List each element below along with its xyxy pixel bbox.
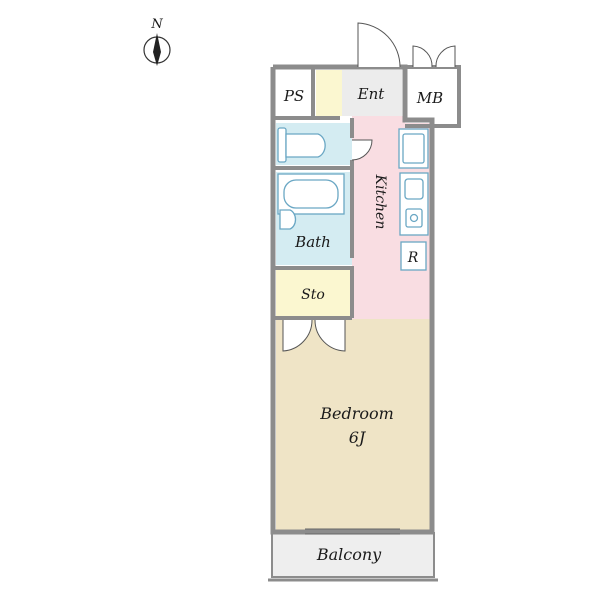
room-fill-ps-hall — [316, 70, 342, 116]
room-label-mb: MB — [416, 89, 443, 107]
bathtub-icon — [277, 173, 345, 215]
north-arrow-icon — [143, 33, 171, 66]
storage-door-swing — [282, 319, 346, 352]
room-label-sto: Sto — [301, 287, 325, 303]
room-label-refrigerator: R — [407, 250, 419, 266]
mb-door-swing — [412, 45, 456, 68]
cooktop-icon — [399, 172, 429, 236]
sink-icon — [398, 128, 429, 169]
room-label-bedroom: Bedroom — [319, 404, 394, 423]
entrance-door-swing — [357, 22, 401, 68]
washbasin-icon — [279, 209, 297, 230]
room-fill-bedroom — [276, 318, 430, 530]
room-fill-balcony — [272, 534, 434, 577]
room-label-bedroom-size: 6J — [349, 428, 367, 447]
toilet-icon — [277, 127, 326, 163]
room-label-kitchen: Kitchen — [372, 174, 388, 230]
room-fill-mb — [405, 70, 457, 123]
compass-label: N — [150, 17, 163, 32]
toilet-door-swing — [351, 139, 373, 161]
room-label-balcony: Balcony — [316, 545, 382, 564]
room-label-bath: Bath — [294, 233, 331, 251]
room-label-ent: Ent — [357, 85, 386, 103]
balcony-outline — [268, 532, 438, 582]
room-fill-entrance — [342, 70, 402, 116]
compass: N — [143, 17, 171, 66]
room-fill-storage — [276, 270, 352, 316]
refrigerator-space — [400, 241, 427, 271]
room-label-ps: PS — [283, 87, 304, 105]
balcony-window — [305, 528, 400, 535]
